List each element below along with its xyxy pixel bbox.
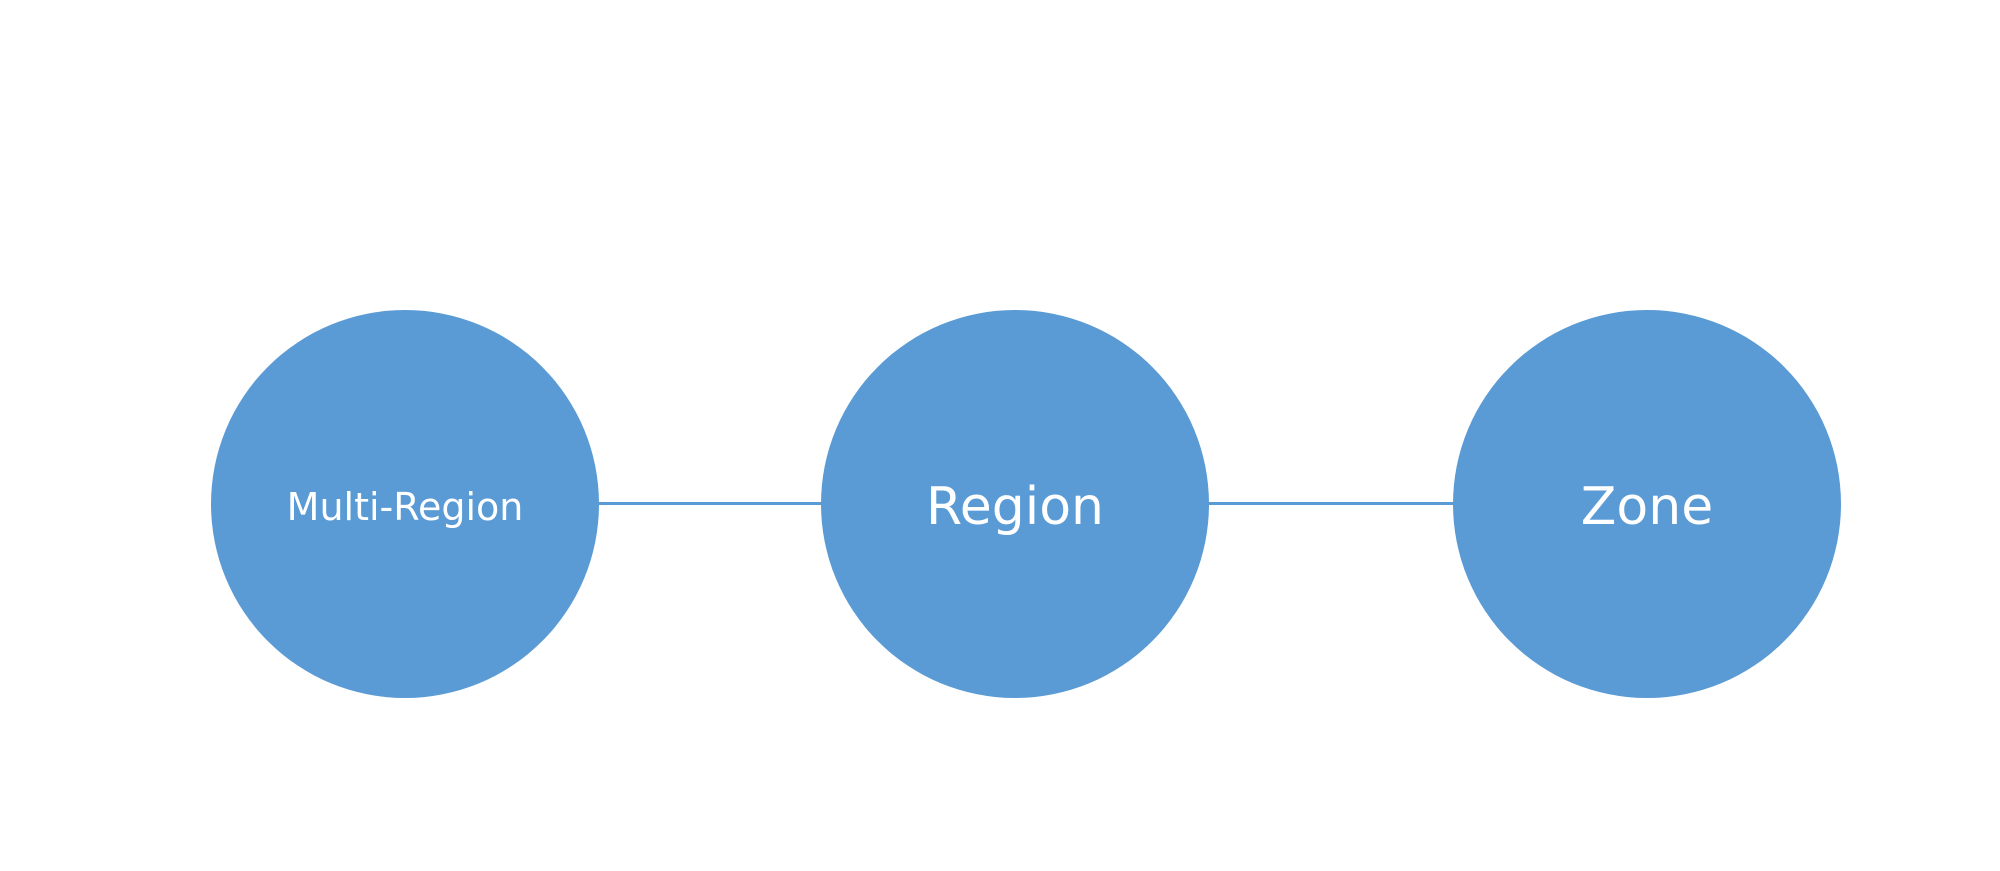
node-label: Region <box>925 477 1104 537</box>
node-label: Zone <box>1580 477 1714 537</box>
node-multi-region: Multi-Region <box>211 310 599 698</box>
node-region: Region <box>821 310 1209 698</box>
connector-region-to-zone <box>1208 502 1456 505</box>
node-zone: Zone <box>1453 310 1841 698</box>
node-label: Multi-Region <box>286 485 524 529</box>
connector-multi-region-to-region <box>598 502 822 505</box>
